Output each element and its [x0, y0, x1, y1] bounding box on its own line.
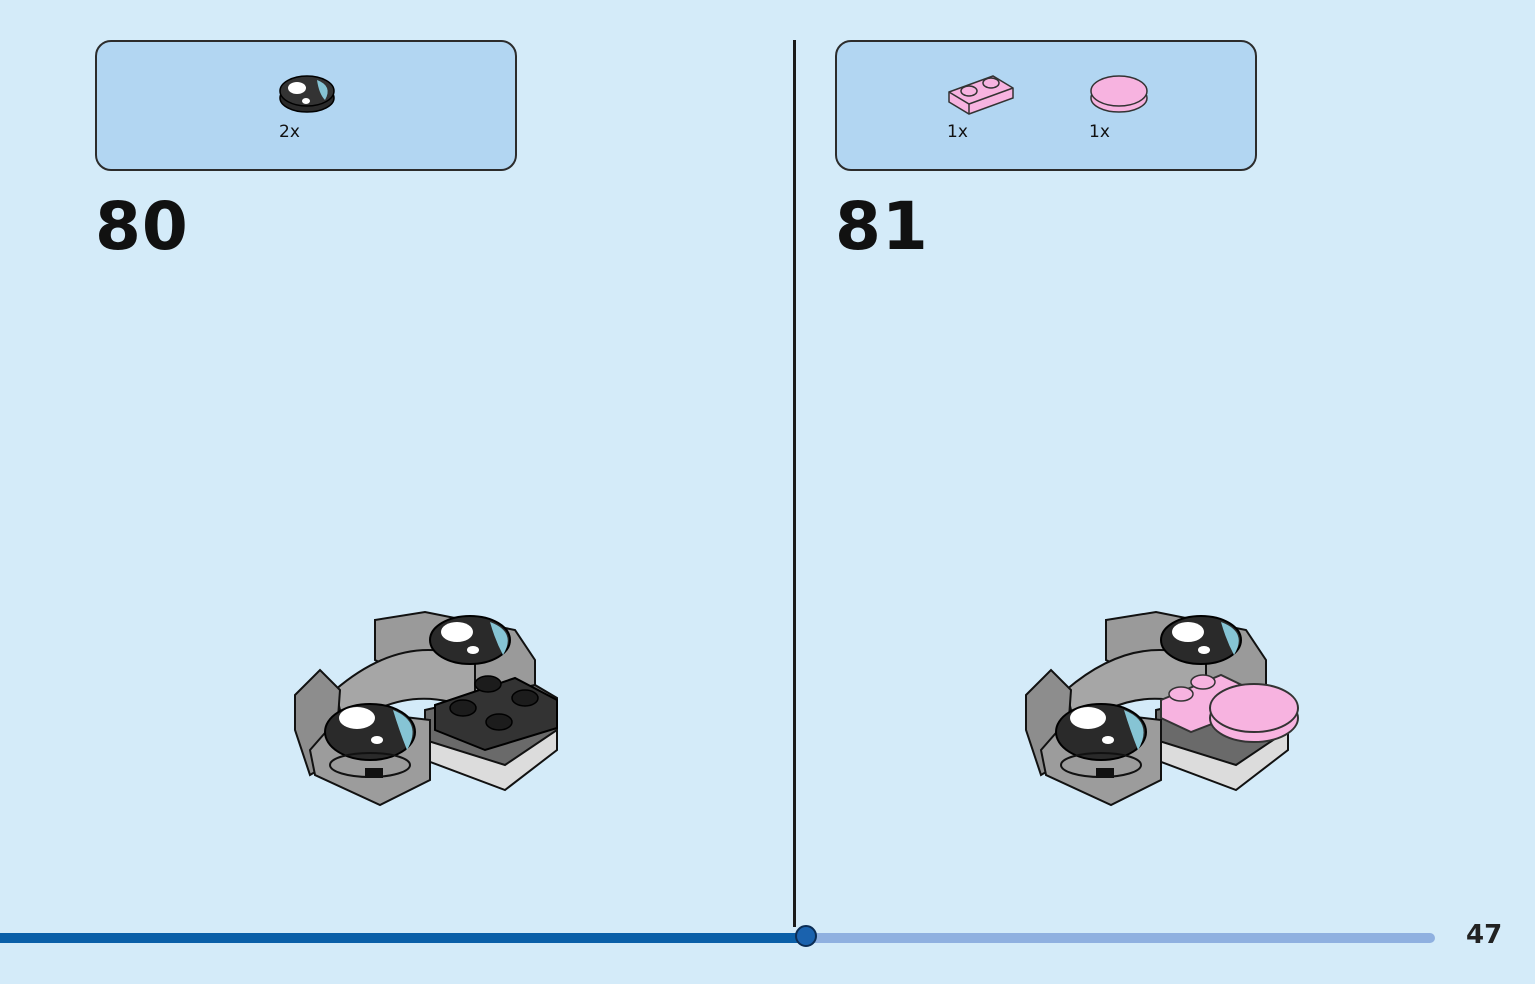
part-pink-plate: 1x	[947, 72, 1027, 152]
part-quantity: 1x	[947, 122, 968, 142]
progress-bar[interactable]	[0, 925, 1435, 947]
pink-round-tile-icon	[1090, 75, 1148, 113]
part-round-tile-eye: 2x	[277, 72, 357, 152]
parts-callout: 2x	[95, 40, 517, 171]
model-assembly-step-81	[1025, 610, 1299, 807]
part-quantity: 1x	[1089, 122, 1110, 142]
page-number: 47	[1466, 920, 1503, 950]
model-assembly-step-80	[294, 610, 558, 807]
progress-handle[interactable]	[795, 925, 817, 947]
round-tile-eye-icon	[279, 75, 335, 113]
parts-callout: 1x 1x	[835, 40, 1257, 171]
page-divider	[793, 40, 796, 927]
step-number: 80	[95, 188, 189, 265]
part-pink-round-tile: 1x	[1089, 72, 1169, 152]
step-number: 81	[835, 188, 929, 265]
pink-plate-1x2-icon	[948, 75, 1014, 115]
part-quantity: 2x	[279, 122, 300, 142]
progress-fill	[0, 933, 806, 943]
